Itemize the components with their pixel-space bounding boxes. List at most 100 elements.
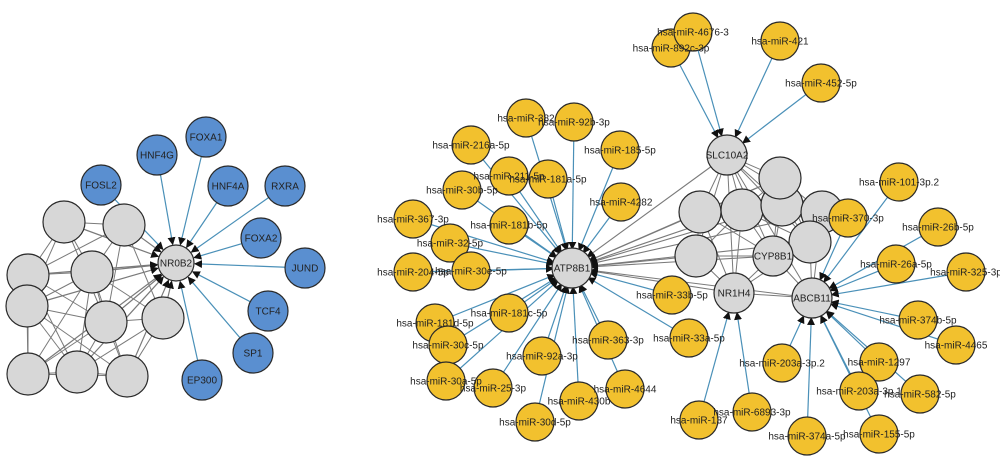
mirna-node-hsa-mir-25-3p: [473, 368, 513, 408]
mirna-label-hsa-mir-32-5p: hsa-miR-32-5p: [417, 239, 484, 250]
mirna-node-hsa-mir-32-5p: [430, 223, 470, 263]
tf-label-sp1: SP1: [244, 349, 263, 360]
mirna-node-hsa-mir-203a-3p-2: [762, 343, 802, 383]
tf-node-jund: [284, 247, 326, 289]
gene-label-atp8b1: ATP8B1: [554, 264, 591, 275]
mirna-label-hsa-mir-211-5p: hsa-miR-211-5p: [474, 172, 545, 183]
gene-regulation-edge: [586, 154, 728, 258]
mirna-label-hsa-mir-4282: hsa-miR-4282: [590, 198, 653, 209]
mirna-label-hsa-mir-155-5p: hsa-miR-155-5p: [843, 430, 915, 441]
mirna-label-hsa-mir-137: hsa-miR-137: [670, 416, 728, 427]
gene-node: [674, 234, 718, 278]
mirna-label-hsa-mir-181b-5p: hsa-miR-181b-5p: [470, 221, 548, 232]
mirna-node-hsa-mir-4644: [605, 369, 645, 409]
mirna-label-hsa-mir-204-5p: hsa-miR-204-5p: [377, 268, 449, 279]
mirna-node-hsa-mir-181b-5p: [489, 205, 529, 245]
mirna-label-hsa-mir-30e-5p: hsa-miR-30e-5p: [435, 267, 507, 278]
gene-node-slc10a2: [706, 134, 748, 176]
gene-node: [6, 352, 50, 396]
gene-node: [102, 203, 146, 247]
gene-node: [720, 188, 764, 232]
tf-node-foxa1: [185, 116, 227, 158]
mirna-label-hsa-mir-582-5p: hsa-miR-582-5p: [884, 390, 956, 401]
mirna-label-hsa-mir-26b-5p: hsa-miR-26b-5p: [902, 223, 974, 234]
mirna-label-hsa-mir-30c-5p: hsa-miR-30c-5p: [412, 341, 484, 352]
mirna-label-hsa-mir-430b: hsa-miR-430b: [548, 397, 611, 408]
mirna-node-hsa-mir-26a-5p: [876, 244, 916, 284]
mirna-node-hsa-mir-216a-5p: [451, 125, 491, 165]
mirna-label-hsa-mir-6893-3p: hsa-miR-6893-3p: [713, 408, 791, 419]
mirna-label-hsa-mir-181c-5p: hsa-miR-181c-5p: [471, 309, 548, 320]
mirna-node-hsa-mir-430b: [559, 381, 599, 421]
mirna-node-hsa-mir-33b-5p: [652, 275, 692, 315]
mirna-label-hsa-mir-185-5p: hsa-miR-185-5p: [584, 146, 656, 157]
gene-node-nr1h4: [713, 272, 755, 314]
tf-label-hnf4a: HNF4A: [212, 182, 245, 193]
mirna-label-hsa-mir-216a-5p: hsa-miR-216a-5p: [432, 141, 510, 152]
tf-label-ep300: EP300: [187, 376, 217, 387]
mirna-label-hsa-mir-26a-5p: hsa-miR-26a-5p: [860, 260, 932, 271]
gene-node-atp8b1: [551, 247, 593, 289]
mirna-regulation-edge: [412, 218, 555, 265]
mirna-label-hsa-mir-181d-5p: hsa-miR-181d-5p: [396, 319, 474, 330]
tf-node-sp1: [232, 332, 274, 374]
mirna-regulation-edge: [830, 302, 957, 346]
gene-node: [788, 220, 832, 264]
mirna-node-hsa-mir-582-5p: [900, 374, 940, 414]
mirna-node-hsa-mir-367-3p: [393, 199, 433, 239]
mirna-node-hsa-mir-30b-5p: [442, 170, 482, 210]
mirna-label-hsa-mir-382: hsa-miR-382: [497, 114, 555, 125]
gene-label-nr0b2: NR0B2: [160, 259, 193, 270]
gene-node: [141, 296, 185, 340]
gene-label-cyp8b1: CYP8B1: [754, 252, 793, 263]
mirna-label-hsa-mir-203a-3p-1: hsa-miR-203a-3p.1: [816, 387, 902, 398]
tf-node-ep300: [181, 359, 223, 401]
mirna-label-hsa-mir-92b-3p: hsa-miR-92b-3p: [538, 118, 610, 129]
gene-node: [84, 300, 128, 344]
mirna-label-hsa-mir-1297: hsa-miR-1297: [848, 358, 911, 369]
mirna-label-hsa-mir-181a-5p: hsa-miR-181a-5p: [509, 175, 587, 186]
tf-node-fosl2: [80, 164, 122, 206]
gene-node: [5, 284, 49, 328]
mirna-node-hsa-mir-363-3p: [588, 320, 628, 360]
mirna-node-hsa-mir-204-5p: [393, 252, 433, 292]
mirna-node-hsa-mir-421: [760, 21, 800, 61]
mirna-node-hsa-mir-181a-5p: [528, 159, 568, 199]
gene-label-abcb11: ABCB11: [793, 294, 831, 305]
mirna-label-hsa-mir-4676-3: hsa-miR-4676-3: [657, 28, 729, 39]
mirna-node-hsa-mir-185-5p: [600, 130, 640, 170]
mirna-regulation-edge: [492, 283, 563, 389]
mirna-node-hsa-mir-6893-3p: [732, 392, 772, 432]
tf-node-tcf4: [247, 290, 289, 332]
tf-label-hnf4g: HNF4G: [140, 151, 174, 162]
mirna-node-hsa-mir-4465: [936, 325, 976, 365]
gene-gene-edge: [726, 154, 813, 299]
tf-label-tcf4: TCF4: [256, 307, 281, 318]
gene-node: [105, 354, 149, 398]
mirna-node-hsa-mir-92b-3p: [554, 102, 594, 142]
gene-node-nr0b2: [157, 244, 195, 282]
mirna-node-hsa-mir-382: [506, 98, 546, 138]
mirna-node-hsa-mir-137: [679, 400, 719, 440]
gene-label-slc10a2: SLC10A2: [706, 151, 749, 162]
mirna-regulation-edge: [806, 316, 816, 437]
mirna-node-hsa-mir-155-5p: [859, 414, 899, 454]
gene-node: [678, 190, 722, 234]
gene-regulation-edge: [589, 267, 813, 299]
mirna-node-hsa-mir-203a-3p-1: [839, 371, 879, 411]
tf-label-fosl2: FOSL2: [85, 181, 117, 192]
gene-node: [70, 250, 114, 294]
mirna-label-hsa-mir-30b-5p: hsa-miR-30b-5p: [426, 186, 498, 197]
mirna-label-hsa-mir-4465: hsa-miR-4465: [925, 341, 988, 352]
mirna-label-hsa-mir-33b-5p: hsa-miR-33b-5p: [636, 291, 708, 302]
gene-node-cyp8b1: [752, 235, 794, 277]
tf-label-foxa1: FOXA1: [190, 133, 223, 144]
mirna-node-hsa-mir-211-5p: [489, 156, 529, 196]
gene-node: [55, 350, 99, 394]
gene-node: [42, 200, 86, 244]
tf-node-foxa2: [240, 217, 282, 259]
gene-node: [758, 156, 802, 200]
mirna-label-hsa-mir-30d-5p: hsa-miR-30d-5p: [499, 418, 571, 429]
